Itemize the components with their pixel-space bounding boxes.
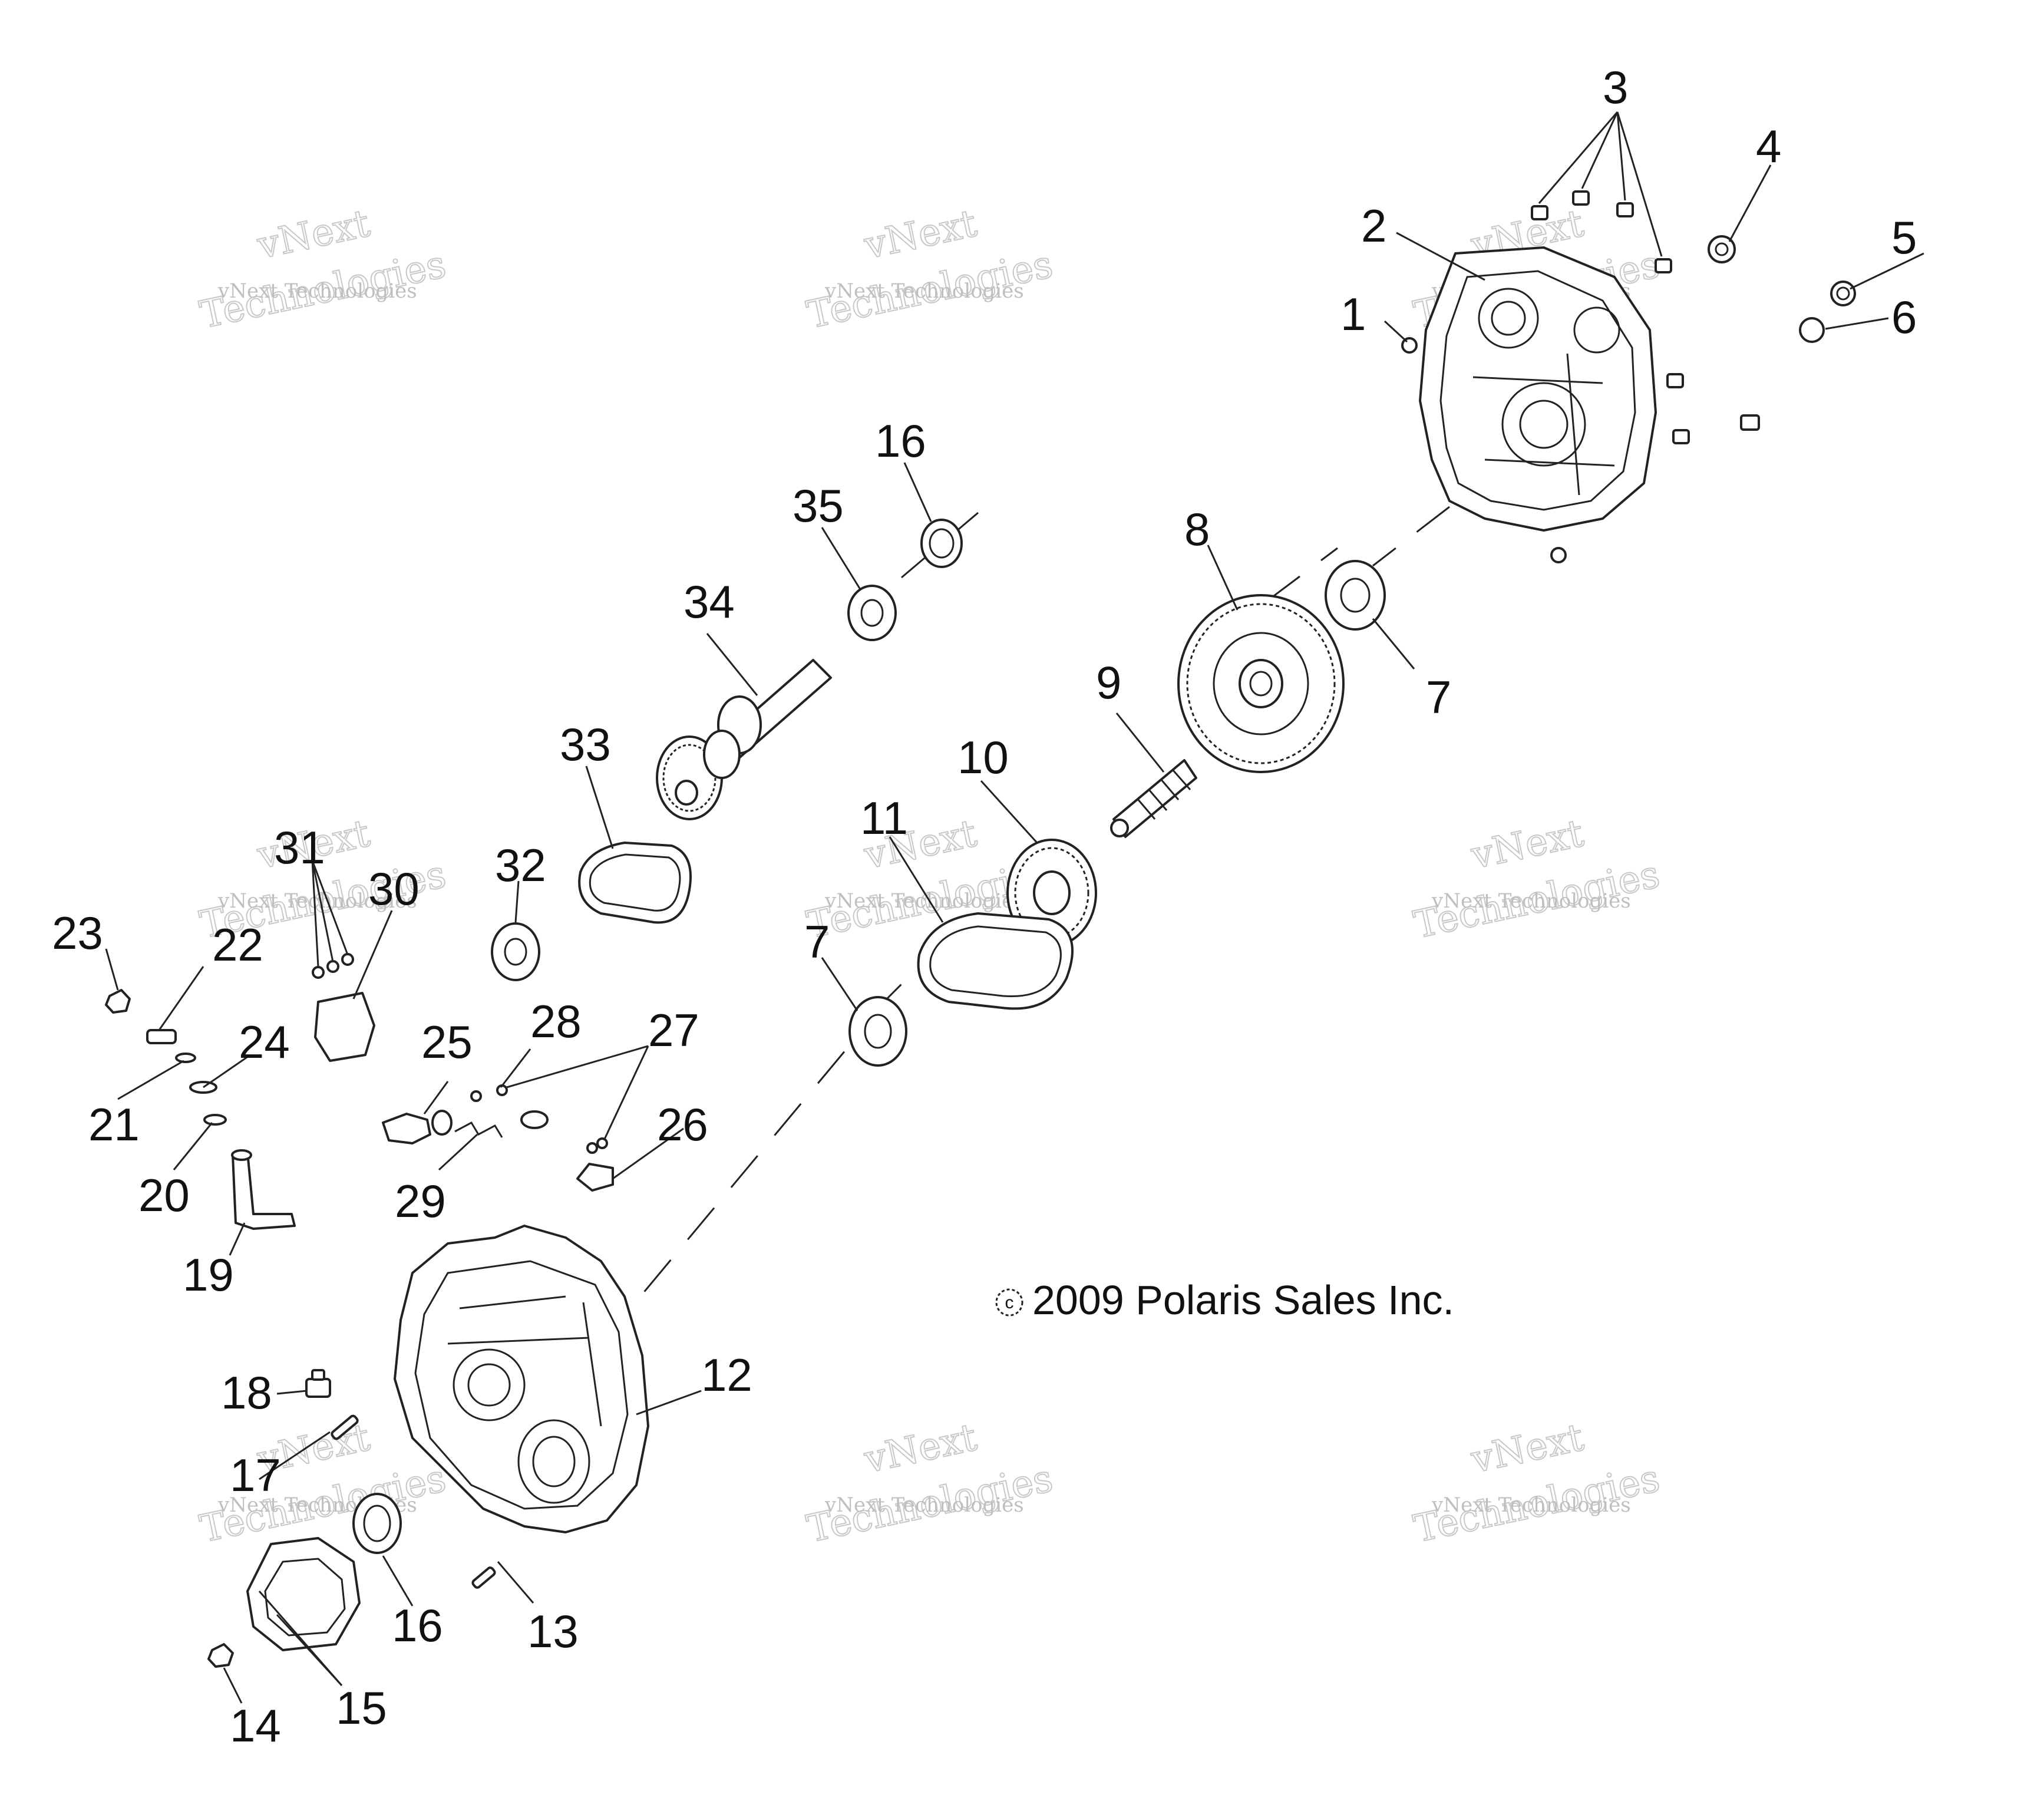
callout-23: 23 — [52, 907, 103, 959]
callout-27: 27 — [648, 1004, 699, 1056]
chain-11 — [917, 912, 1074, 1010]
watermark-text: vNext Technologies — [217, 889, 417, 913]
bearing-7-upper — [1325, 560, 1386, 631]
callout-5: 5 — [1891, 212, 1917, 263]
callout-9: 9 — [1096, 657, 1121, 708]
copyright-symbol: c — [1005, 1293, 1014, 1312]
callout-8: 8 — [1184, 503, 1210, 555]
callout-30: 30 — [368, 863, 420, 915]
watermark-text: vNext Technologies — [1431, 1493, 1631, 1517]
shift-components — [105, 953, 614, 1230]
callout-21: 21 — [88, 1099, 140, 1150]
bearing-7-lower — [848, 996, 907, 1067]
callout-11: 11 — [860, 792, 908, 844]
callout-18: 18 — [221, 1367, 272, 1419]
transmission-case-12 — [394, 1225, 649, 1533]
callout-labels: 1 2 3 4 5 6 7 7 8 9 10 11 12 13 14 15 16… — [52, 61, 1917, 1751]
cover-fasteners — [1401, 190, 1856, 563]
watermark-text: vNext Technologies — [217, 279, 417, 303]
bearing-32 — [491, 922, 540, 981]
callout-12: 12 — [701, 1349, 752, 1401]
callout-16-upper: 16 — [875, 415, 926, 467]
chain-33 — [578, 842, 692, 924]
callout-2: 2 — [1361, 200, 1386, 252]
callout-32: 32 — [495, 839, 546, 891]
large-gear-8 — [1177, 594, 1345, 773]
copyright-text: 2009 Polaris Sales Inc. — [1032, 1277, 1454, 1323]
callout-16-lower: 16 — [392, 1599, 443, 1651]
watermark-word: vNext — [860, 1416, 980, 1482]
callout-33: 33 — [560, 718, 611, 770]
callout-6: 6 — [1891, 291, 1917, 343]
watermark-word: vNext — [253, 202, 374, 268]
shaft-9 — [1110, 759, 1197, 838]
callout-29: 29 — [395, 1175, 446, 1227]
callout-28: 28 — [530, 995, 582, 1047]
watermark-word: vNext — [860, 202, 980, 268]
callout-25: 25 — [421, 1016, 473, 1068]
callout-20: 20 — [138, 1169, 190, 1221]
callout-24: 24 — [239, 1016, 290, 1068]
callout-7-upper: 7 — [1426, 671, 1451, 723]
callout-34: 34 — [683, 576, 735, 628]
watermark-text: vNext Technologies — [824, 279, 1024, 303]
callout-14: 14 — [230, 1700, 281, 1751]
callout-31: 31 — [274, 822, 325, 873]
callout-4: 4 — [1756, 120, 1781, 172]
watermark-word: vNext — [1467, 1416, 1587, 1482]
copyright-notice: c 2009 Polaris Sales Inc. — [995, 1277, 1454, 1323]
watermark-text: vNext Technologies — [1431, 889, 1631, 913]
callout-1: 1 — [1340, 288, 1366, 340]
callout-17: 17 — [230, 1449, 281, 1501]
callout-7-lower: 7 — [804, 916, 830, 968]
callout-35: 35 — [792, 480, 844, 532]
watermark-word: vNext — [1467, 812, 1587, 878]
bearing-35 — [847, 585, 897, 641]
cover-15 — [246, 1537, 361, 1651]
callout-13: 13 — [527, 1605, 579, 1657]
transmission-cover — [1419, 246, 1657, 532]
seal-16-upper — [920, 519, 963, 568]
watermark-text: vNext Technologies — [824, 1493, 1024, 1517]
callout-26: 26 — [657, 1099, 708, 1150]
callout-3: 3 — [1603, 61, 1628, 113]
small-parts-lower — [207, 1369, 496, 1668]
leader-lines — [105, 111, 1924, 1704]
callout-15: 15 — [336, 1682, 387, 1734]
callout-22: 22 — [212, 919, 263, 971]
shaft-34 — [656, 659, 832, 820]
callout-10: 10 — [957, 731, 1009, 783]
callout-19: 19 — [183, 1249, 234, 1301]
seal-16-lower — [352, 1493, 402, 1554]
